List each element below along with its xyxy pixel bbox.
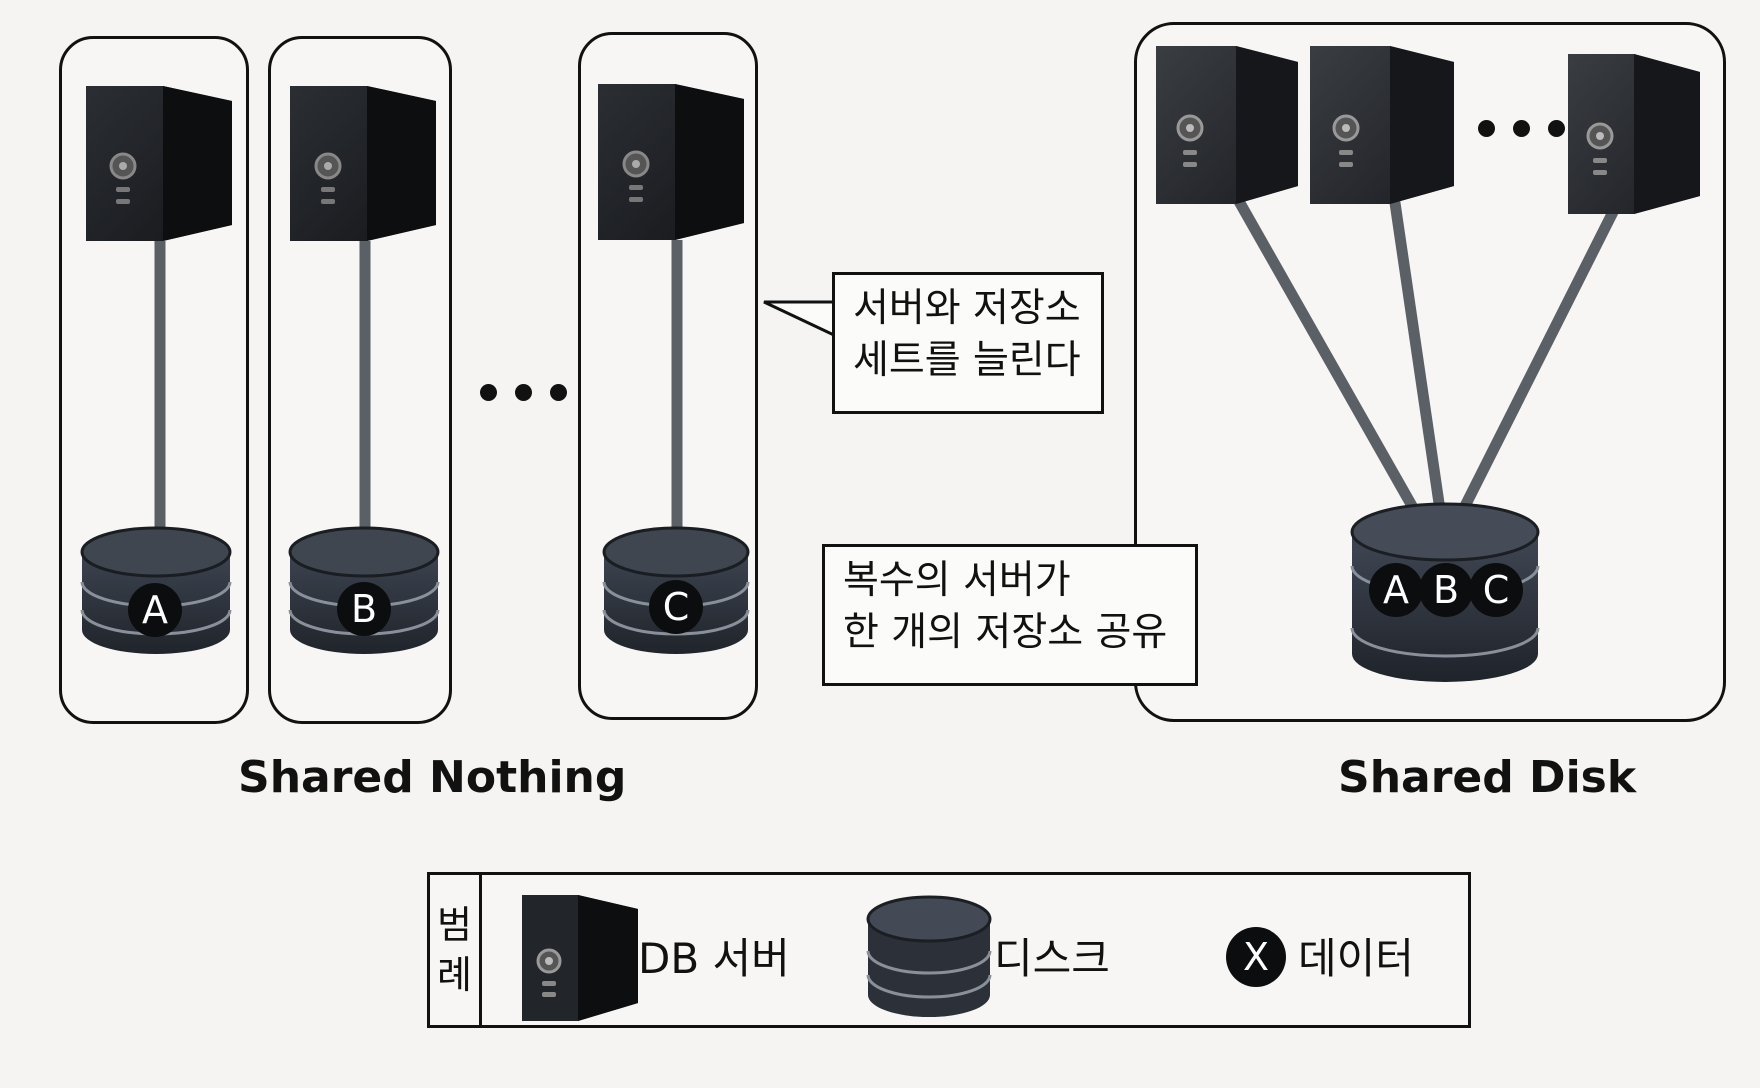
legend-disk-label: 디스크 <box>994 934 1110 983</box>
legend: 범 례 X DB 서버 디스크 데이터 <box>427 872 1471 1028</box>
shared-data-label-b: B <box>1432 568 1460 612</box>
server-icon <box>522 895 638 1021</box>
data-label-c: C <box>662 585 690 629</box>
caption-shared-disk: Shared Disk <box>1338 752 1637 803</box>
callout-line: 서버와 저장소 <box>853 286 1081 331</box>
server-icon <box>1310 46 1454 204</box>
connection-line <box>1457 207 1619 515</box>
server-icon <box>86 86 232 241</box>
shared-data-label-c: C <box>1482 568 1510 612</box>
legend-server-label: DB 서버 <box>638 934 790 983</box>
ellipsis-dots <box>1478 120 1565 137</box>
server-icon <box>1156 46 1298 204</box>
legend-data-symbol: X <box>1242 935 1270 979</box>
disk-icon <box>866 895 992 1017</box>
legend-title: 범 례 <box>430 875 482 1025</box>
server-icon <box>1568 54 1700 214</box>
callout-shared-disk: 복수의 서버가 한 개의 저장소 공유 <box>822 544 1198 686</box>
shared-disk-icon <box>1350 502 1540 682</box>
callout-shared-nothing: 서버와 저장소 세트를 늘린다 <box>832 272 1104 414</box>
legend-title-char: 례 <box>437 953 472 997</box>
disk-icon <box>80 526 232 654</box>
data-label-a: A <box>142 588 168 632</box>
server-icon <box>598 84 744 240</box>
legend-title-char: 범 <box>437 903 472 947</box>
legend-icons <box>522 895 1286 1021</box>
connection-line <box>1231 193 1425 523</box>
shared-data-label-a: A <box>1383 568 1409 612</box>
callout-line: 세트를 늘린다 <box>853 338 1081 383</box>
ellipsis-dots <box>480 384 567 401</box>
legend-data-label: 데이터 <box>1298 934 1414 983</box>
disk-icon <box>288 526 440 654</box>
data-label-b: B <box>350 587 378 631</box>
callout-line: 한 개의 저장소 공유 <box>843 610 1168 655</box>
caption-shared-nothing: Shared Nothing <box>238 752 627 803</box>
data-icon <box>1226 927 1286 987</box>
server-icon <box>290 86 436 241</box>
disk-icon <box>602 526 750 654</box>
connection-line <box>1388 195 1446 511</box>
callout-line: 복수의 서버가 <box>843 558 1071 603</box>
